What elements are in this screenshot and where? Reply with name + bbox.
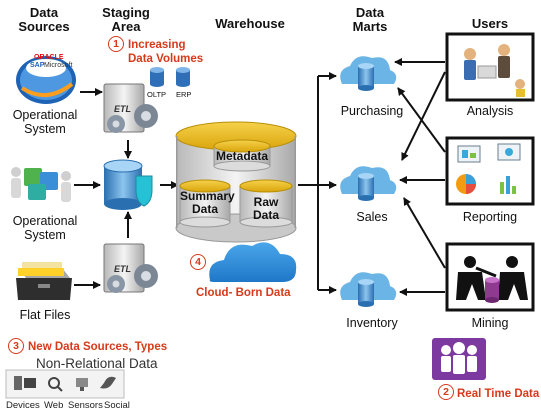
sensors-icon (76, 378, 88, 391)
social-icon (100, 376, 116, 389)
operational-system-1-icon (16, 56, 76, 104)
reporting-panel (445, 136, 535, 206)
oltp-db-icon (150, 67, 164, 87)
label-purchasing: Purchasing (340, 104, 404, 118)
erp-db-icon (176, 67, 190, 87)
header-data-marts: Data Marts (352, 5, 388, 34)
callout-4-badge: 4 (190, 254, 206, 270)
etl-server-top-icon (103, 83, 158, 133)
callout-3-text: New Data Sources, Types (28, 341, 168, 353)
analysis-panel (445, 32, 535, 102)
web-icon (48, 377, 63, 392)
oltp-label: OLTP (147, 90, 167, 99)
non-relational-icons (5, 369, 125, 399)
callout-2-text: Real Time Data (457, 388, 540, 400)
microsoft-logo-text: Microsoft (44, 62, 73, 69)
callout-1-badge: 1 (108, 36, 124, 52)
non-relational-social: Social (104, 400, 130, 411)
header-staging-area: Staging Area (102, 5, 150, 34)
raw-data-cylinder (239, 179, 293, 228)
etl-server-bottom-icon (103, 243, 158, 293)
mart-inventory-icon (340, 272, 397, 307)
flat-files-icon (16, 262, 72, 300)
etl-top-label: ETL (114, 104, 131, 114)
label-inventory: Inventory (346, 316, 398, 330)
label-raw-data: Raw Data (252, 195, 279, 222)
callout-2-badge: 2 (438, 384, 454, 400)
metadata-cylinder (213, 139, 271, 172)
user-group-icon (432, 338, 486, 380)
summary-data-cylinder (179, 179, 231, 228)
mining-panel (445, 242, 535, 312)
arrow-analysis-to-sales (401, 71, 446, 161)
non-relational-sensors: Sensors (68, 400, 103, 411)
erp-label: ERP (176, 90, 192, 99)
callout-4-text: Cloud- Born Data (196, 287, 291, 299)
arrow-reporting-to-purchasing (397, 87, 446, 153)
mart-purchasing-icon (340, 56, 397, 91)
label-summary-data: Summary Data (180, 189, 235, 216)
label-metadata: Metadata (215, 149, 268, 163)
arrow-mining-to-sales (403, 197, 446, 269)
oracle-logo-text: ORACLE (34, 54, 64, 61)
connectors (74, 58, 446, 296)
header-warehouse: Warehouse (215, 16, 285, 31)
sap-logo-text: SAP (30, 62, 45, 69)
non-relational-title: Non-Relational Data (36, 356, 158, 371)
non-relational-devices: Devices (6, 400, 40, 411)
label-operational-system-1: Operational System (12, 108, 78, 136)
cloud-icon (209, 242, 297, 282)
staging-database-icon (103, 159, 153, 210)
devices-icon (14, 376, 36, 390)
label-analysis: Analysis (466, 104, 514, 118)
operational-system-2-icon (11, 167, 71, 202)
header-data-sources: Data Sources (18, 5, 70, 34)
label-mining: Mining (471, 316, 509, 330)
label-operational-system-2: Operational System (12, 214, 78, 242)
callout-1-text: Increasing Data Volumes (128, 39, 204, 65)
non-relational-web: Web (44, 400, 64, 411)
mart-sales-icon (340, 166, 397, 201)
callout-3-badge: 3 (8, 338, 24, 354)
label-flat-files: Flat Files (19, 308, 71, 322)
etl-bottom-label: ETL (114, 264, 131, 274)
header-users: Users (471, 16, 509, 31)
label-reporting: Reporting (462, 210, 518, 224)
label-sales: Sales (356, 210, 388, 224)
